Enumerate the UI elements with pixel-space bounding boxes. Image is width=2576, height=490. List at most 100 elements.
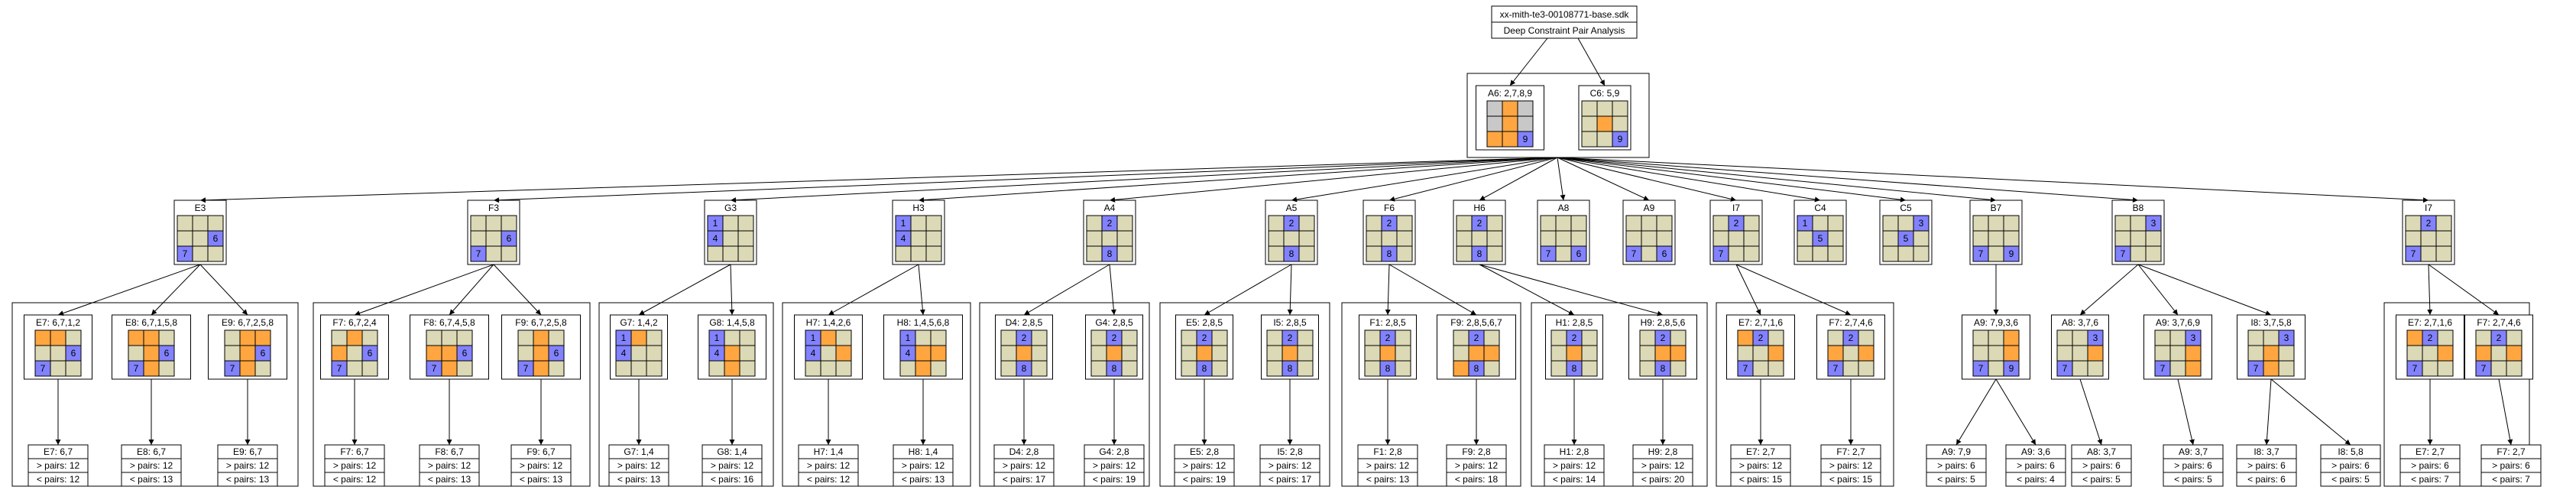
node-box — [1730, 444, 1791, 487]
node-label: C5 — [1900, 203, 1912, 213]
cell-digit: 6 — [261, 348, 266, 359]
less-pairs: < pairs: 16 — [711, 474, 754, 485]
arrowhead — [1473, 440, 1479, 445]
node-label: A4 — [1104, 203, 1116, 213]
grid-cell — [50, 345, 66, 362]
grid-cell — [1086, 245, 1103, 262]
level3-node: A9: 3,7,6,937 — [2143, 314, 2212, 380]
node-label: A6: 2,7,8,9 — [1488, 88, 1532, 99]
cluster-frame — [598, 302, 774, 487]
grid-cell — [1000, 345, 1017, 362]
less-pairs: < pairs: 5 — [1937, 474, 1975, 485]
leaf-label: H7: 1,4 — [814, 446, 844, 457]
grid-cell — [739, 345, 756, 362]
grid-cell — [1268, 245, 1285, 262]
grid-cell — [50, 360, 66, 377]
grid-cell — [1395, 329, 1411, 346]
cell-digit: 6 — [71, 348, 76, 359]
node-label: C6: 5,9 — [1590, 88, 1620, 99]
leaf-label: A9: 3,7 — [2179, 446, 2208, 457]
edge-line — [828, 264, 919, 316]
grid-cell — [485, 215, 502, 232]
grid-cell — [34, 345, 51, 362]
cell-digit: 1 — [811, 333, 816, 343]
node-box — [993, 444, 1055, 487]
greater-pairs: > pairs: 6 — [2247, 460, 2286, 471]
grid-cell — [1297, 360, 1314, 377]
grid-cell — [2114, 230, 2131, 247]
cell-digit: 2 — [1022, 333, 1027, 343]
edge-line — [1557, 157, 2429, 201]
grid-cell — [1639, 329, 1656, 346]
grid-cell — [1641, 230, 1657, 247]
grid-cell — [2506, 329, 2523, 346]
grid-cell — [158, 329, 175, 346]
node-box — [1084, 444, 1145, 487]
node-box — [1544, 444, 1605, 487]
edge-line — [1387, 264, 1390, 316]
grid-cell — [1656, 215, 1673, 232]
edge-line — [2266, 378, 2272, 446]
edge-line — [1995, 378, 2036, 446]
grid-cell — [1570, 230, 1587, 247]
grid-cell — [722, 215, 739, 232]
node-label: F9: 6,7,2,5,8 — [515, 317, 567, 328]
root-subtitle: Deep Constraint Pair Analysis — [1504, 25, 1625, 36]
edge-line — [199, 157, 1558, 201]
edge-line — [2428, 264, 2500, 316]
edge-line — [2177, 378, 2194, 446]
grid-cell — [2130, 230, 2147, 247]
grid-cell — [646, 360, 663, 377]
grid-cell — [2406, 329, 2423, 346]
grid-cell — [1827, 230, 1844, 247]
cell-digit: 1 — [713, 218, 718, 229]
grid-cell — [1486, 215, 1503, 232]
cell-digit: 8 — [1107, 248, 1113, 259]
node-label: C4 — [1814, 203, 1826, 213]
less-pairs: < pairs: 13 — [428, 474, 471, 485]
arrowhead — [2507, 439, 2513, 445]
grid-cell — [1882, 215, 1899, 232]
arrowhead — [731, 197, 737, 203]
grid-cell — [1090, 329, 1107, 346]
less-pairs: < pairs: 15 — [1829, 474, 1873, 485]
cell-digit: 1 — [714, 333, 720, 343]
grid-cell — [346, 360, 363, 377]
grid-cell — [1181, 329, 1197, 346]
edge-line — [1289, 264, 1292, 316]
arrowhead — [2344, 439, 2351, 445]
cell-digit: 5 — [1904, 233, 1909, 244]
cell-digit: 7 — [230, 363, 235, 374]
grid-cell — [820, 360, 837, 377]
edge-line — [638, 264, 731, 316]
grid-cell — [1972, 329, 1989, 346]
arrowhead — [58, 310, 64, 316]
grid-cell — [192, 245, 209, 262]
greater-pairs: > pairs: 12 — [1553, 460, 1596, 471]
grid-cell — [1298, 245, 1315, 262]
grid-cell — [1486, 230, 1503, 247]
grid-cell — [1812, 215, 1829, 232]
grid-cell — [1988, 360, 2004, 377]
grid-cell — [630, 345, 647, 362]
grid-cell — [1913, 230, 1930, 247]
arrowhead — [636, 440, 642, 445]
leaf-label: E9: 6,7 — [233, 446, 262, 457]
cell-digit: 4 — [621, 348, 627, 359]
grid-cell — [1612, 131, 1628, 148]
grid-cell — [1858, 360, 1874, 377]
grid-cell — [2145, 245, 2162, 262]
arrowhead — [241, 309, 248, 315]
node-label: F7: 6,7,2,4 — [332, 317, 377, 328]
grid-cell — [361, 329, 378, 346]
grid-cell — [1570, 245, 1587, 262]
cell-digit: 2 — [2426, 218, 2432, 229]
cell-digit: 7 — [432, 363, 437, 374]
grid-cell — [1396, 245, 1413, 262]
arrowhead — [245, 440, 251, 445]
grid-cell — [930, 329, 947, 346]
grid-cell — [1211, 345, 1228, 362]
